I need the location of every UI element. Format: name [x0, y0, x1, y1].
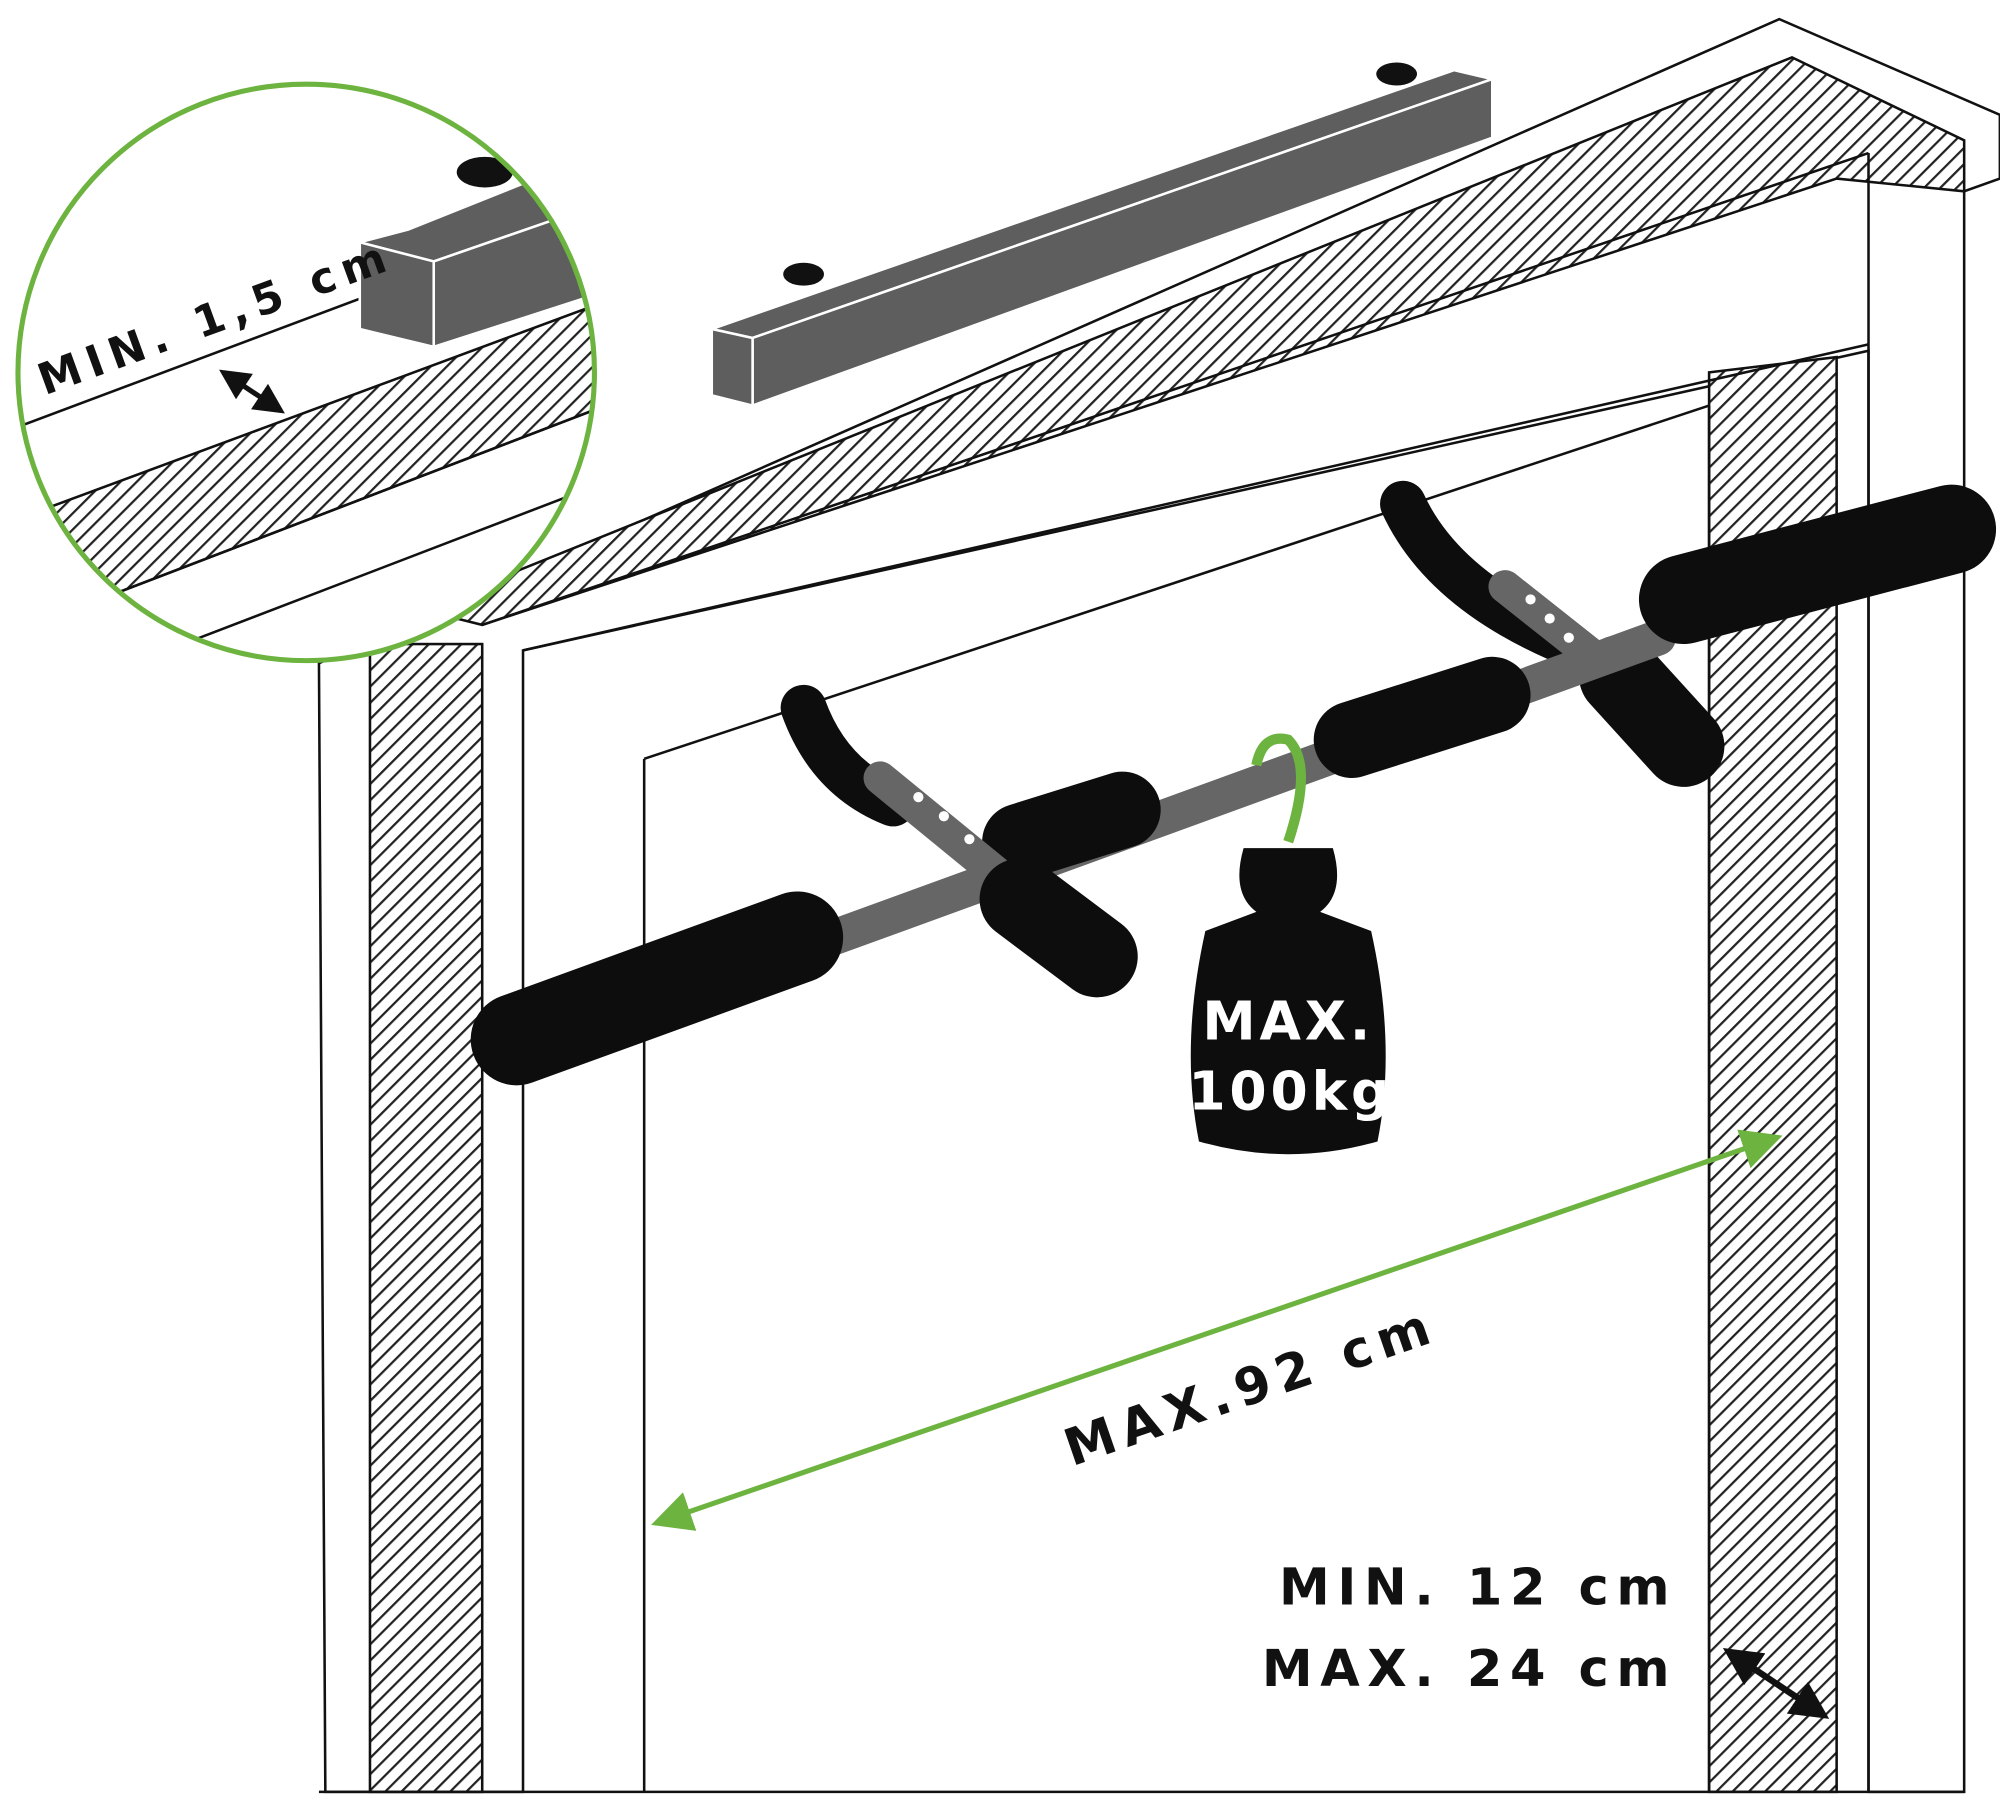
max-load-weight: MAX. 100kg: [1188, 733, 1393, 1155]
detail-magnifier: MIN. 1,5 cm: [15, 81, 597, 664]
door-frame: [317, 17, 2000, 1794]
pullup-bar: [470, 480, 1997, 1086]
max-width-label: MAX.92 cm: [1057, 1296, 1445, 1479]
max-load-line2: 100kg: [1188, 1060, 1393, 1123]
max-load-line1: MAX.: [1202, 989, 1374, 1052]
depth-min-label: MIN. 12 cm: [1279, 1558, 1677, 1617]
depth-max-label: MAX. 24 cm: [1262, 1640, 1677, 1699]
top-mount-bar: [707, 62, 1497, 408]
depth-arrow: [1722, 1648, 1830, 1719]
max-width-arrow: [651, 1129, 1783, 1531]
